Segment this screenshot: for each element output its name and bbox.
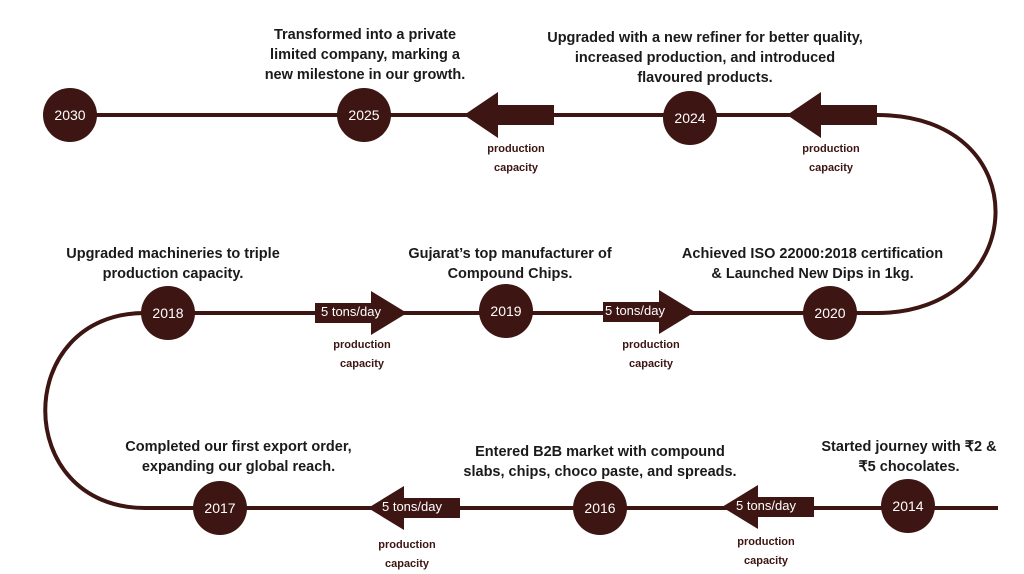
milestone-2014: Started journey with ₹2 & ₹5 chocolates. [821, 439, 997, 475]
year-node-2025: 2025 [337, 88, 391, 142]
arrow-label-2016-2017: 5 tons/day [382, 499, 442, 514]
year-node-2020: 2020 [803, 286, 857, 340]
arrow-2014-to-2016 [722, 485, 814, 529]
arrow-label-2014-2016: 5 tons/day [736, 498, 796, 513]
year-node-2016: 2016 [573, 481, 627, 535]
year-node-2018: 2018 [141, 286, 195, 340]
arrow-2019-to-2020 [603, 290, 695, 334]
milestone-2017: Completed our first export order, expand… [125, 439, 352, 475]
arrow-2016-to-2017 [368, 486, 460, 530]
arrow-2020-to-2024 [787, 92, 877, 138]
milestone-2019: Gujarat’s top manufacturer of Compound C… [408, 246, 612, 282]
arrow-2018-to-2019 [315, 291, 407, 335]
arrow-2024-to-2025 [464, 92, 554, 138]
milestone-2016: Entered B2B market with compound slabs, … [463, 444, 737, 480]
arrow-label-2018-2019: 5 tons/day [321, 304, 381, 319]
year-node-2019: 2019 [479, 284, 533, 338]
year-node-2024: 2024 [663, 91, 717, 145]
year-node-2030: 2030 [43, 88, 97, 142]
year-node-2017: 2017 [193, 481, 247, 535]
milestone-2018: Upgraded machineries to triple productio… [66, 246, 280, 282]
milestone-2025: Transformed into a private limited compa… [264, 27, 466, 83]
year-node-2014: 2014 [881, 479, 935, 533]
milestone-2020: Achieved ISO 22000:2018 certification & … [681, 246, 944, 282]
arrow-label-2019-2020: 5 tons/day [605, 303, 665, 318]
milestone-2024: Upgraded with a new refiner for better q… [547, 30, 863, 86]
